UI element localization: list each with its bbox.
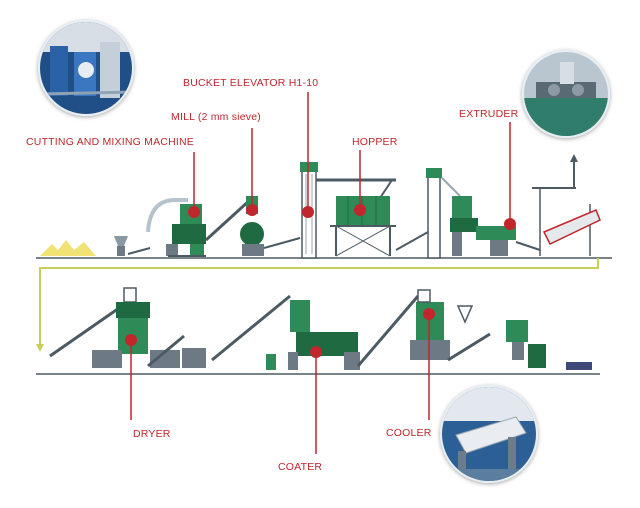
extruder-machine <box>450 196 516 256</box>
vibrating-screen <box>542 209 601 245</box>
conveyor-b1 <box>49 304 123 358</box>
bucket-elevator-2 <box>426 168 442 259</box>
callout-hopper <box>354 150 366 216</box>
pneumatic-duct <box>146 198 188 233</box>
photo-mixing-machine-icon <box>38 20 134 116</box>
label-hopper: HOPPER <box>352 136 398 148</box>
label-coater: COATER <box>278 461 323 473</box>
callout-dryer <box>125 334 137 420</box>
conveyor-b3 <box>211 294 291 362</box>
process-flow-line <box>39 258 599 345</box>
screw-conveyor-1 <box>204 198 252 242</box>
callout-cutting <box>188 152 200 218</box>
hopper-feed-pipe <box>379 179 393 199</box>
label-cooler: COOLER <box>386 427 432 439</box>
callout-coater <box>310 346 322 454</box>
callout-cooler <box>423 308 435 420</box>
label-cutting-mixing: CUTTING AND MIXING MACHINE <box>26 136 194 148</box>
conveyor-b2 <box>147 334 185 368</box>
dryer-machine <box>92 287 180 368</box>
elevator2-feed <box>441 177 461 197</box>
mill-conveyor <box>263 237 301 249</box>
transport-frame <box>532 154 591 256</box>
label-mill: MILL (2 mm sieve) <box>171 111 261 123</box>
bag-pallet <box>566 362 592 370</box>
conveyor-b5 <box>447 332 491 362</box>
photo-cooler-icon <box>440 385 538 483</box>
feeder-machine <box>114 236 128 256</box>
label-extruder: EXTRUDER <box>459 108 519 120</box>
label-bucket-elevator: BUCKET ELEVATOR H1-10 <box>183 77 319 89</box>
feed-pile <box>40 240 96 256</box>
callout-mill <box>246 128 258 216</box>
label-dryer: DRYER <box>133 428 171 440</box>
cutting-mixing-machine <box>166 204 206 257</box>
callout-bucket <box>302 92 314 218</box>
flow-arrow-icon <box>36 344 44 352</box>
extruder-out-line <box>515 241 541 251</box>
conveyor-b4 <box>356 295 420 367</box>
hopper-out-conveyor <box>395 231 429 251</box>
coater-machine <box>266 300 360 370</box>
photo-extruder-icon <box>522 50 610 138</box>
feeder-conveyor <box>127 247 151 255</box>
callout-extruder <box>504 122 516 230</box>
dryer-outlet <box>182 348 206 368</box>
cyclone-separator <box>456 305 474 324</box>
bagging-machine <box>506 320 546 368</box>
